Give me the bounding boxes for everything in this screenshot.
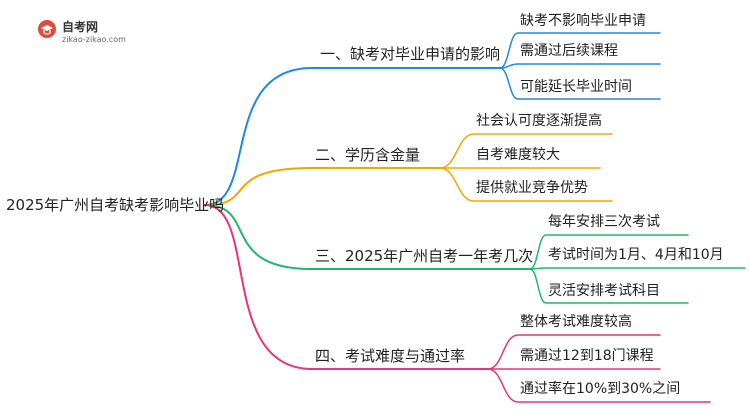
branch-2-connector	[204, 167, 441, 206]
branch-2-leaf-1-connector	[439, 133, 613, 169]
logo-title: 自考网	[62, 20, 99, 34]
branch-2-leaf-2: 自考难度较大	[476, 147, 560, 163]
branch-2-leaf-3: 提供就业竞争优势	[476, 180, 588, 196]
branch-3-leaf-3-connector	[529, 268, 689, 304]
branch-4-leaf-2: 需通过12到18门课程	[520, 348, 654, 364]
branch-4-leaf-1-connector	[487, 334, 661, 370]
branch-4-leaf-3-connector	[487, 368, 711, 403]
logo-url: zikao-zikao.com	[62, 35, 126, 44]
branch-2-leaf-1: 社会认可度逐渐提高	[476, 113, 602, 129]
branch-4-leaf-3: 通过率在10%到30%之间	[520, 381, 681, 397]
root-topic: 2025年广州自考缺考影响毕业吗	[6, 196, 225, 214]
branch-3-label: 三、2025年广州自考一年考几次	[315, 247, 534, 265]
branch-3-connector	[204, 204, 531, 270]
branch-3-leaf-3: 灵活安排考试科目	[548, 283, 660, 299]
branch-3-leaf-1: 每年安排三次考试	[548, 214, 660, 230]
branch-4-connector	[204, 204, 489, 370]
branch-4-leaf-1: 整体考试难度较高	[520, 314, 632, 330]
branch-3-leaf-2: 考试时间为1月、4月和10月	[548, 247, 724, 263]
branch-2-leaf-3-connector	[439, 167, 613, 202]
branch-1-label: 一、缺考对毕业申请的影响	[320, 45, 501, 63]
graduation-cap-icon	[38, 20, 56, 38]
branch-1-connector	[204, 67, 501, 206]
branch-1-leaf-3: 可能延长毕业时间	[520, 79, 632, 95]
branch-1-leaf-1: 缺考不影响毕业申请	[520, 13, 646, 29]
branch-3-leaf-2-connector	[529, 267, 746, 270]
branch-1-leaf-3-connector	[499, 67, 661, 100]
branch-4-label: 四、考试难度与通过率	[315, 347, 466, 365]
branch-1-leaf-2-connector	[499, 63, 661, 69]
branch-1-leaf-1-connector	[499, 32, 661, 69]
branch-3-leaf-1-connector	[529, 234, 689, 270]
branch-1-leaf-2: 需通过后续课程	[520, 43, 618, 59]
branch-2-label: 二、学历含金量	[315, 146, 421, 164]
